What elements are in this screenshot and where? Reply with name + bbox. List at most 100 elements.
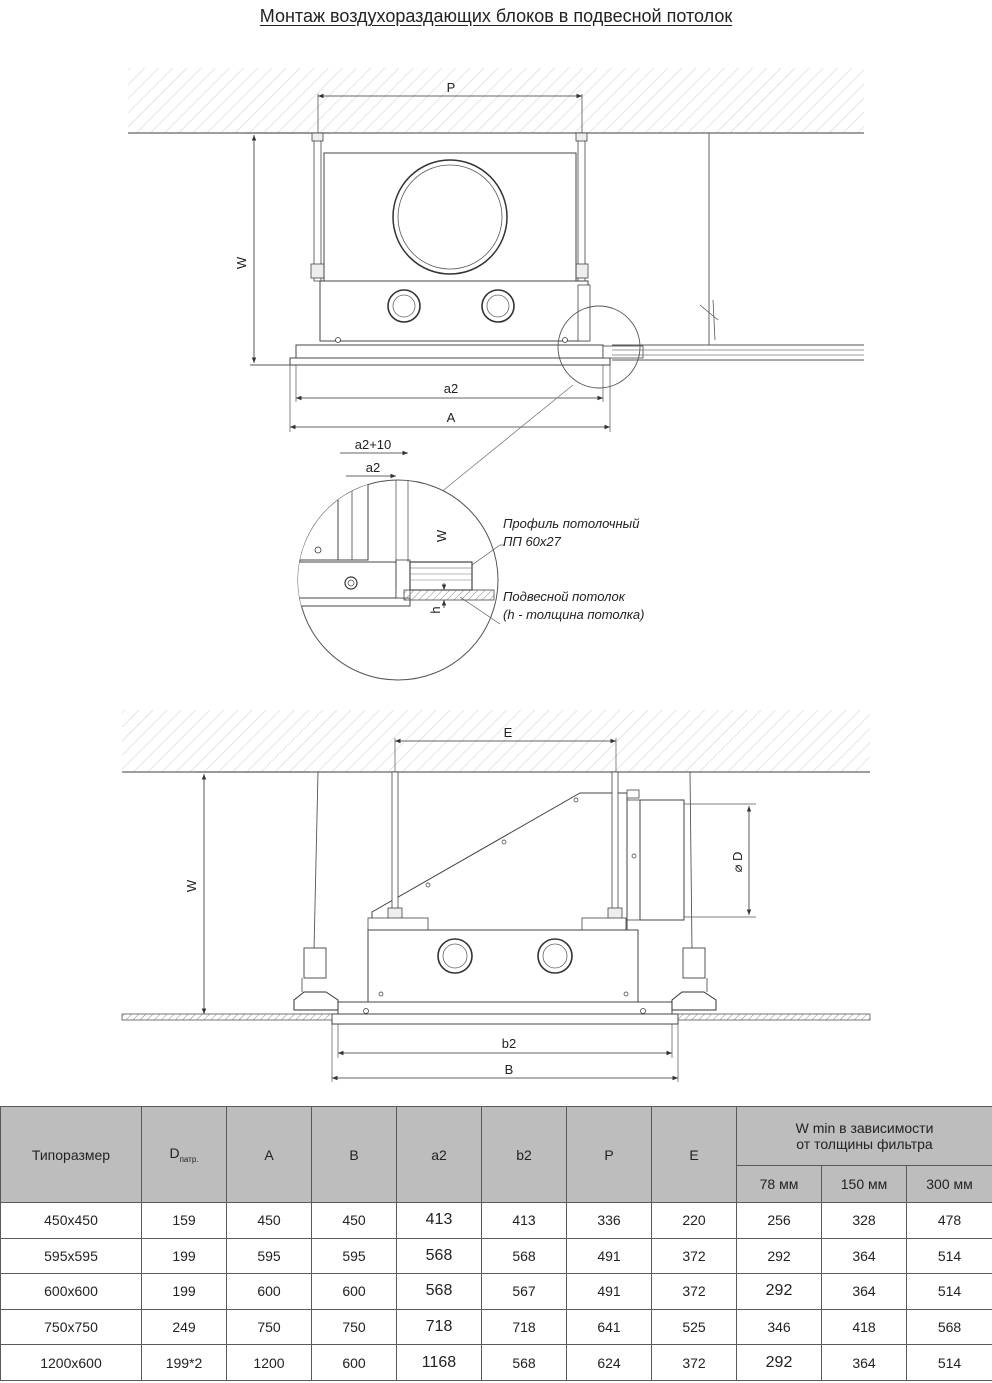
cell-e: 372 [651, 1237, 737, 1275]
side-view: E [121, 710, 871, 1082]
note-profile-line1: Профиль потолочный [503, 516, 639, 531]
cell-w300: 514 [905, 1237, 992, 1275]
cell-w150: 364 [821, 1273, 907, 1310]
table-row: 595x595 199 595 595 568 568 491 372 292 … [0, 1237, 992, 1275]
cell-e: 372 [651, 1344, 737, 1381]
cell-size: 600x600 [0, 1273, 142, 1310]
note-ceiling-line2: (h - толщина потолка) [503, 607, 644, 622]
table-row: 600x600 199 600 600 568 567 491 372 292 … [0, 1273, 992, 1310]
installation-drawing: P W [121, 68, 871, 1082]
detail-view: a2+10 a2 W h Профиль потолочный ПП 60х27… [297, 437, 644, 681]
cell-b2: 568 [481, 1237, 567, 1275]
sloped-plenum [371, 792, 628, 931]
cell-w78: 292 [736, 1344, 822, 1381]
ceiling-left [121, 1013, 333, 1021]
detail-callout-circle [557, 305, 641, 389]
cell-a2: 568 [396, 1273, 482, 1310]
detail-leader [439, 384, 574, 494]
cell-d: 159 [141, 1202, 227, 1239]
header-e: E [651, 1106, 737, 1203]
side-diffuser-face [331, 1013, 679, 1025]
cell-d: 199 [141, 1273, 227, 1310]
cell-a: 600 [226, 1273, 312, 1310]
cell-a2: 568 [396, 1237, 482, 1275]
cell-size: 595x595 [0, 1237, 142, 1275]
cell-a: 750 [226, 1308, 312, 1346]
label-w-detail: W [434, 529, 449, 542]
label-a2: a2 [444, 381, 458, 396]
label-w-top: W [234, 256, 249, 269]
spec-table: Типоразмер Dпатр. A B a2 b2 P E W min в … [0, 1106, 992, 1381]
side-housing [367, 929, 639, 1003]
cell-a2: 413 [396, 1202, 482, 1239]
cell-w78: 292 [736, 1273, 822, 1310]
note-profile-line2: ПП 60х27 [503, 534, 562, 549]
cell-e: 220 [651, 1202, 737, 1239]
page-title: Монтаж воздухораздающих блоков в подвесн… [259, 6, 733, 26]
slab-hatch [128, 68, 864, 133]
cell-b: 450 [311, 1202, 397, 1239]
cell-p: 336 [566, 1202, 652, 1239]
header-a2: a2 [396, 1106, 482, 1203]
cell-a: 1200 [226, 1344, 312, 1381]
cell-d: 199 [141, 1237, 227, 1275]
cell-p: 641 [566, 1308, 652, 1346]
cell-w150: 328 [821, 1202, 907, 1239]
table-row: 1200x600 199*2 1200 600 1168 568 624 372… [0, 1344, 992, 1381]
cell-w78: 346 [736, 1308, 822, 1346]
label-b2: b2 [502, 1036, 516, 1051]
ceiling-right [677, 1013, 871, 1021]
cell-a2: 1168 [396, 1344, 482, 1381]
cell-b2: 413 [481, 1202, 567, 1239]
cell-w300: 514 [905, 1344, 992, 1381]
cell-a: 595 [226, 1237, 312, 1275]
header-b: B [311, 1106, 397, 1203]
table-row: 750x750 249 750 750 718 718 641 525 346 … [0, 1308, 992, 1346]
front-view: P W [128, 68, 864, 494]
cell-w300: 514 [905, 1273, 992, 1310]
cell-a2: 718 [396, 1308, 482, 1346]
cell-b: 600 [311, 1273, 397, 1310]
cell-w150: 364 [821, 1237, 907, 1275]
note-ceiling-line1: Подвесной потолок [503, 589, 626, 604]
header-a: A [226, 1106, 312, 1203]
cell-b: 750 [311, 1308, 397, 1346]
header-300: 300 мм [905, 1165, 992, 1203]
label-a2-plus-10: a2+10 [355, 437, 392, 452]
label-phi-d: ⌀ D [730, 852, 745, 873]
header-size: Типоразмер [0, 1106, 142, 1203]
cell-d: 199*2 [141, 1344, 227, 1381]
cell-e: 372 [651, 1273, 737, 1310]
header-b2: b2 [481, 1106, 567, 1203]
cell-p: 491 [566, 1273, 652, 1310]
label-p: P [447, 80, 456, 95]
cell-d: 249 [141, 1308, 227, 1346]
cell-size: 750x750 [0, 1308, 142, 1346]
cell-w150: 418 [821, 1308, 907, 1346]
cell-w300: 478 [905, 1202, 992, 1239]
cell-e: 525 [651, 1308, 737, 1346]
cell-b2: 568 [481, 1344, 567, 1381]
cell-w150: 364 [821, 1344, 907, 1381]
unit-housing [319, 280, 589, 342]
diffuser-frame [295, 344, 604, 359]
header-78: 78 мм [736, 1165, 822, 1203]
cell-w78: 256 [736, 1202, 822, 1239]
side-diffuser-frame [337, 1001, 673, 1015]
label-a: A [447, 410, 456, 425]
diffuser-face [289, 357, 611, 366]
label-b: B [505, 1062, 514, 1077]
cell-p: 491 [566, 1237, 652, 1275]
cell-b: 600 [311, 1344, 397, 1381]
side-spigot [639, 799, 685, 921]
table-row: 450x450 159 450 450 413 413 336 220 256 … [0, 1202, 992, 1239]
cell-w78: 292 [736, 1237, 822, 1275]
label-h: h [428, 606, 443, 613]
header-150: 150 мм [821, 1165, 907, 1203]
hanger-rod-left [313, 132, 322, 282]
label-e: E [504, 725, 513, 740]
ceiling-profile [409, 561, 473, 591]
label-a2-detail: a2 [366, 460, 380, 475]
cell-p: 624 [566, 1344, 652, 1381]
cell-size: 450x450 [0, 1202, 142, 1239]
